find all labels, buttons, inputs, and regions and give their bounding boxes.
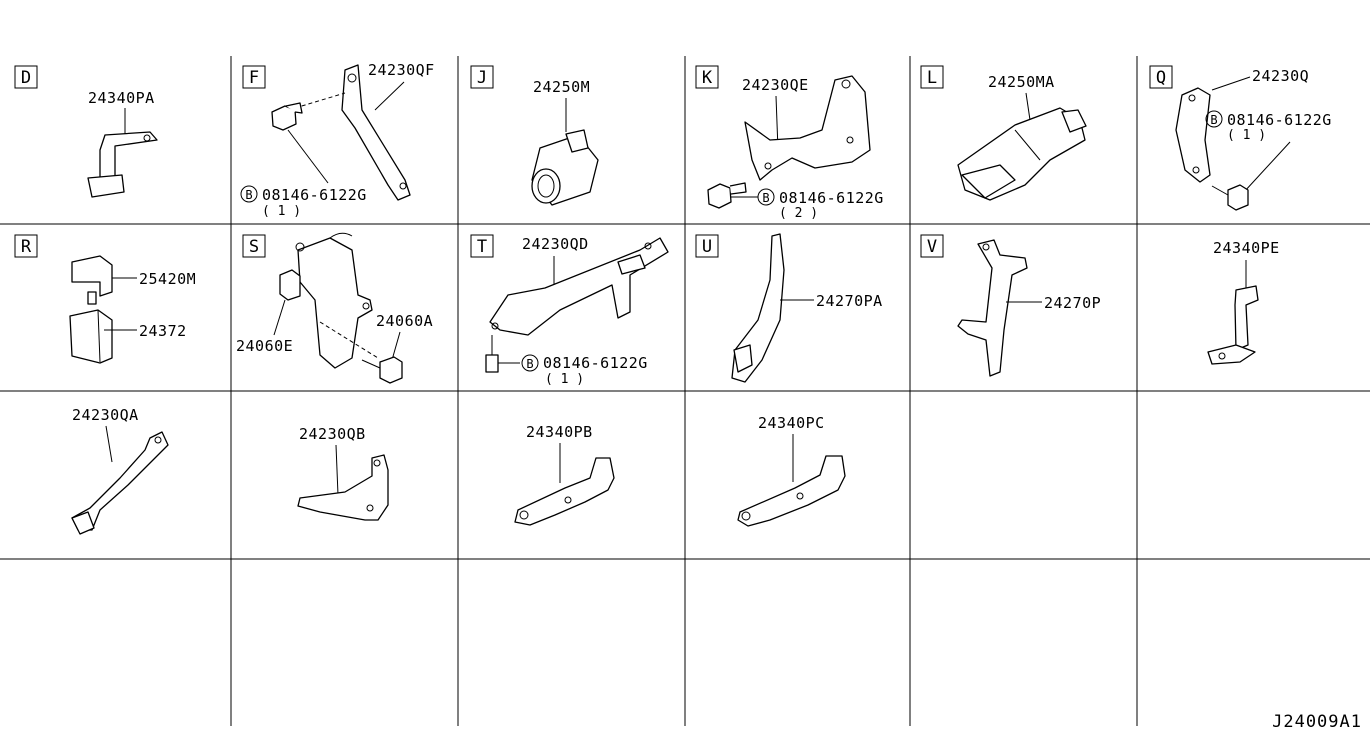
diagram-code: J24009A1 [1272,712,1362,732]
part-number-24250ma[interactable]: 24250MA [988,73,1055,91]
cell-letter-q: Q [1149,65,1173,89]
bracket-pb-drawing [514,457,615,526]
quantity-t: ( 1 ) [545,372,584,387]
relay-drawing [69,291,113,364]
part-number-24250m[interactable]: 24250M [533,78,590,96]
bolt-q-drawing [1211,184,1249,211]
bolt-marker-f: B [240,185,258,203]
cell-letter-t: T [470,234,494,258]
bolt-k-drawing [707,182,747,209]
quantity-q: ( 1 ) [1227,128,1266,143]
cell-u: U 24270PA [695,233,883,383]
long-strap-v-drawing [957,239,1028,377]
svg-text:Q: Q [1156,68,1166,88]
cell-f: F 24230QF B 08146-6122G ( 1 ) [240,61,435,219]
cell-24230qb: 24230QB [297,425,389,521]
cell-24340pb: 24340PB [514,423,615,526]
part-number-24230qe[interactable]: 24230QE [742,76,809,94]
part-number-08146-6122g-q[interactable]: 08146-6122G [1227,111,1332,129]
grid-lines [0,56,1370,726]
part-number-24230qa[interactable]: 24230QA [72,406,139,424]
part-number-24060a[interactable]: 24060A [376,312,433,330]
svg-text:U: U [702,237,712,257]
cell-letter-u: U [695,234,719,258]
bolt-t-drawing [485,335,499,373]
svg-text:T: T [477,237,487,257]
part-number-24270pa[interactable]: 24270PA [816,292,883,310]
cell-letter-l: L [920,65,944,89]
cell-v: V 24270P [920,234,1101,377]
part-number-24230q[interactable]: 24230Q [1252,67,1309,85]
strap-qa-drawing [71,431,169,535]
cell-j: J 24250M [470,65,599,206]
part-number-24230qd[interactable]: 24230QD [522,235,589,253]
svg-text:R: R [21,237,32,257]
bolt-marker-k: B [757,188,775,206]
part-number-24230qf[interactable]: 24230QF [368,61,435,79]
quantity-f: ( 1 ) [262,204,301,219]
cell-d: D 24340PA [14,65,158,198]
bolt-marker-q: B [1205,110,1223,128]
curved-strap-drawing [731,233,785,383]
cell-letter-j: J [470,65,494,89]
grommet-part-drawing [531,129,599,206]
svg-text:L: L [927,68,937,88]
bolt-s-drawing [361,356,403,384]
bracket-pc-drawing [737,455,846,527]
svg-text:S: S [249,237,259,257]
part-number-24340pc[interactable]: 24340PC [758,414,825,432]
part-number-24340pe[interactable]: 24340PE [1213,239,1280,257]
clip-s-drawing [279,269,301,301]
part-number-24340pa[interactable]: 24340PA [88,89,155,107]
bracket-part-drawing [87,131,158,198]
part-number-24340pb[interactable]: 24340PB [526,423,593,441]
svg-text:B: B [526,357,533,371]
svg-text:B: B [762,191,769,205]
part-number-24060e[interactable]: 24060E [236,337,293,355]
cell-letter-s: S [242,234,266,258]
cell-q: Q 24230Q B 08146-6122G ( 1 ) [1149,65,1332,211]
bracket-qb-drawing [297,454,389,521]
cell-s: S 24060E 24060A [236,232,433,384]
cell-r: R 25420M 24372 [14,234,196,364]
cell-letter-f: F [242,65,266,89]
cell-letter-v: V [920,234,944,258]
cell-24340pe: 24340PE [1207,239,1280,365]
svg-text:B: B [1210,113,1217,127]
cell-t: T 24230QD B 08146-6122G ( 1 ) [470,234,669,387]
long-bracket-drawing [489,237,669,336]
bracket-pe-drawing [1207,285,1259,365]
quantity-k: ( 2 ) [779,206,818,221]
svg-text:J: J [477,68,487,88]
svg-text:K: K [702,68,713,88]
svg-text:D: D [21,68,31,88]
part-number-08146-6122g-t[interactable]: 08146-6122G [543,354,648,372]
bolt-drawing [271,102,303,131]
bracket-s-drawing [295,232,373,369]
part-number-25420m[interactable]: 25420M [139,270,196,288]
cell-letter-r: R [14,234,38,258]
svg-text:B: B [245,188,252,202]
svg-text:V: V [927,237,937,257]
svg-text:F: F [249,68,259,88]
cell-24340pc: 24340PC [737,414,846,527]
part-number-24230qb[interactable]: 24230QB [299,425,366,443]
relay-cap-drawing [71,255,113,297]
cell-24230qa: 24230QA [71,406,169,535]
cell-l: L 24250MA [920,65,1087,201]
cell-letter-d: D [14,65,38,89]
part-number-08146-6122g-f[interactable]: 08146-6122G [262,186,367,204]
bracket-k-drawing [744,75,871,181]
part-number-24372[interactable]: 24372 [139,322,187,340]
part-number-24270p[interactable]: 24270P [1044,294,1101,312]
cell-letter-k: K [695,65,719,89]
bolt-marker-t: B [521,354,539,372]
cover-part-drawing [957,107,1087,201]
cell-k: K 24230QE B 08146-6122G ( 2 ) [695,65,884,221]
bracket-q-drawing [1175,87,1211,183]
part-number-08146-6122g-k[interactable]: 08146-6122G [779,189,884,207]
strap-bracket-drawing [341,64,411,201]
